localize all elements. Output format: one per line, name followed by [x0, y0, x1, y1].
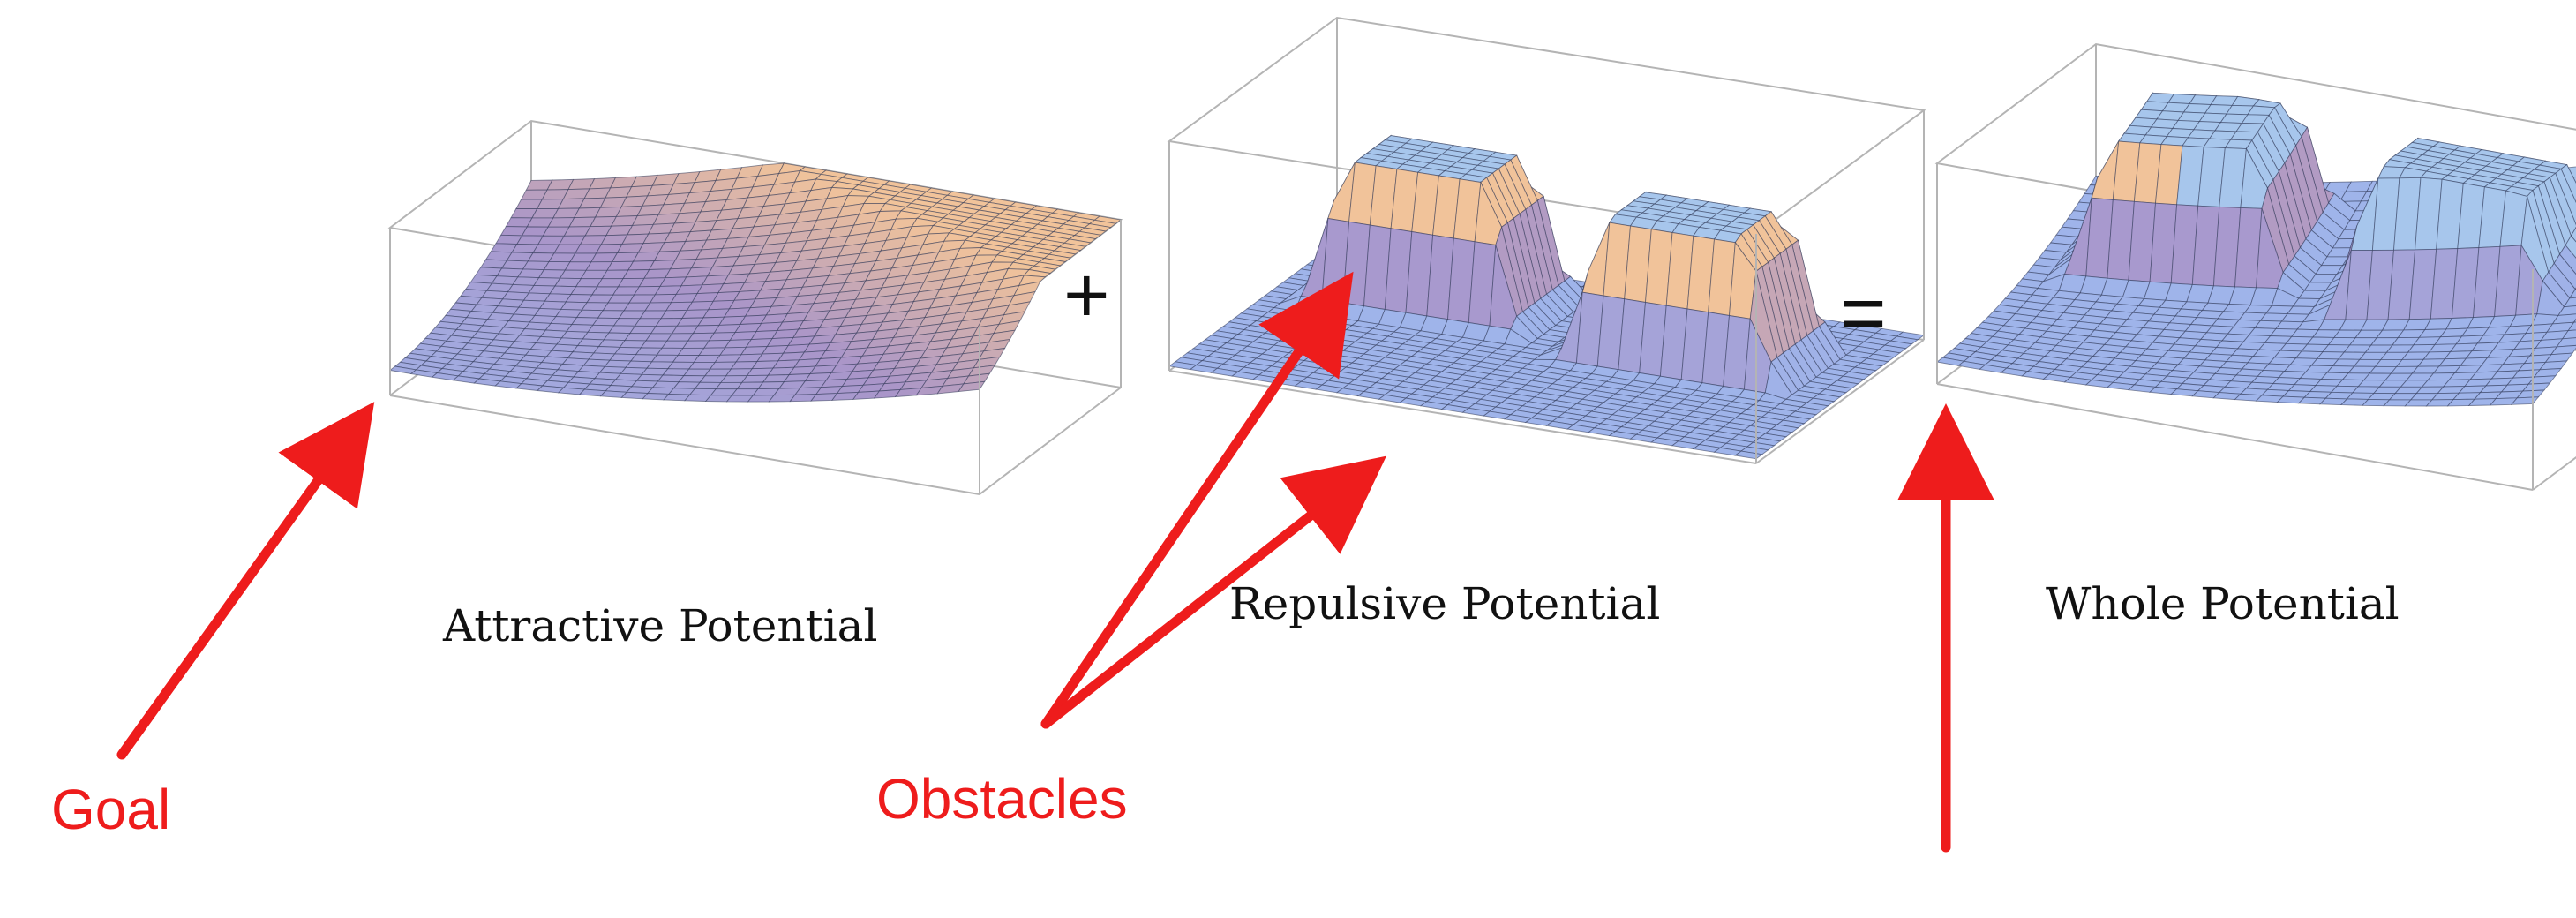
goal-label: Goal — [51, 777, 170, 842]
box-edge — [390, 395, 980, 494]
obstacles-label: Obstacles — [876, 766, 1128, 831]
box-top — [1169, 18, 1924, 234]
whole-potential-caption: Whole Potential — [2046, 578, 2400, 629]
surface-mesh — [1937, 93, 2576, 406]
box-edge — [980, 388, 1121, 494]
attractive-potential-plot — [390, 121, 1121, 494]
attractive-potential-caption: Attractive Potential — [443, 600, 877, 651]
whole-potential-plot — [1937, 44, 2576, 490]
repulsive-potential-caption: Repulsive Potential — [1229, 578, 1660, 629]
equals-operator: = — [1840, 274, 1887, 353]
plus-operator: + — [1063, 256, 1110, 335]
goal-arrow — [122, 425, 357, 755]
surface-mesh — [390, 163, 1121, 402]
surface-mesh — [1169, 136, 1924, 459]
repulsive-potential-plot — [1169, 18, 1924, 463]
